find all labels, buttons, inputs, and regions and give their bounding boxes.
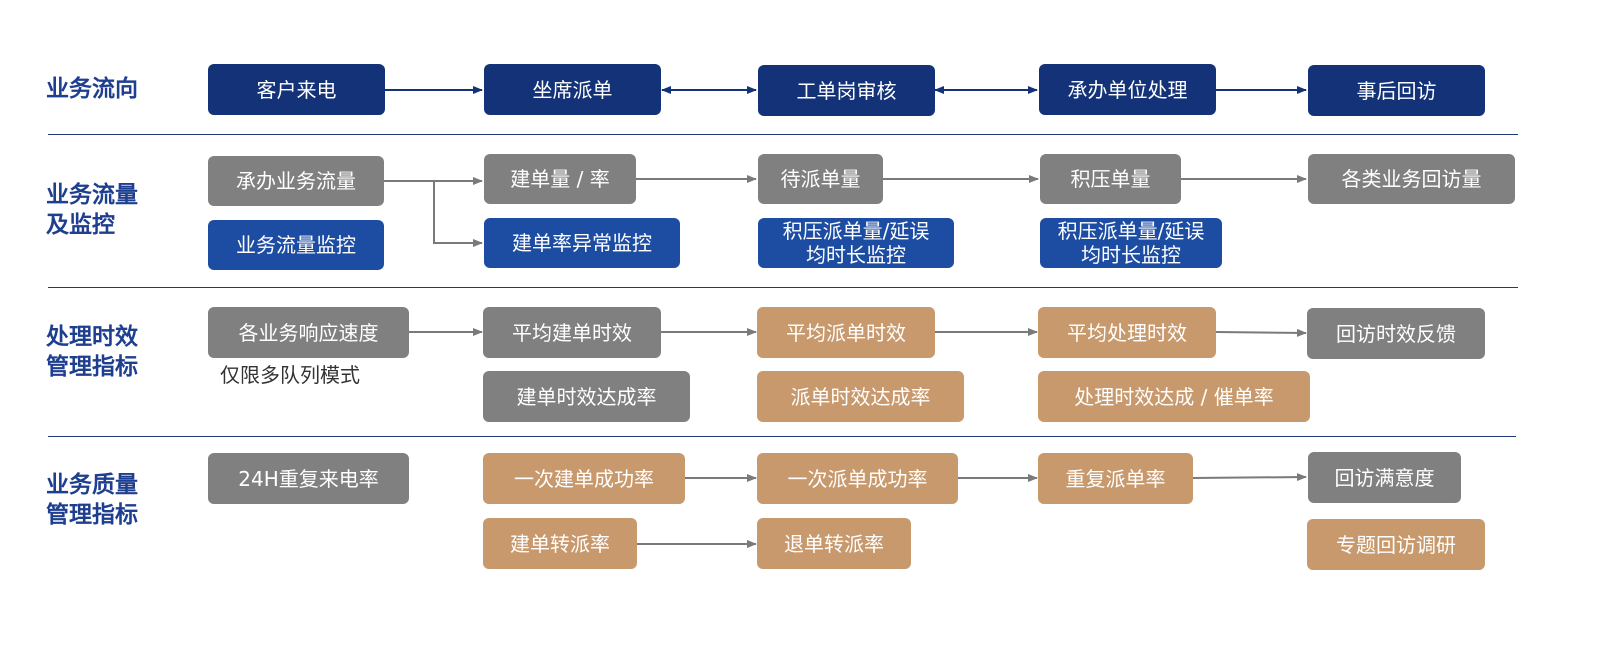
row-divider — [48, 287, 1518, 288]
node-jiandan-yichang: 建单率异常监控 — [484, 218, 680, 268]
node-huifang-liang: 各类业务回访量 — [1308, 154, 1515, 204]
node-chongfu-laidian: 24H重复来电率 — [208, 453, 409, 504]
arrow-chongfu-to-manyi — [1192, 473, 1307, 482]
note-multi-queue: 仅限多队列模式 — [220, 363, 360, 387]
arrow-chuli-to-huifang — [1215, 328, 1307, 337]
node-pingjun-jiandan: 平均建单时效 — [483, 307, 661, 358]
row-label-timeliness: 处理时效 管理指标 — [46, 324, 138, 380]
node-paidan-dacheng: 派单时效达成率 — [757, 371, 964, 422]
node-jiya-chuli-jiankong: 积压派单量/延误 均时长监控 — [1040, 218, 1222, 268]
node-tuidan-zhuanpai: 退单转派率 — [757, 518, 911, 569]
node-shihou-huifang: 事后回访 — [1308, 65, 1485, 116]
node-xiangying-sudu: 各业务响应速度 — [208, 307, 409, 358]
node-chengban-chuli: 承办单位处理 — [1039, 64, 1216, 115]
arrow-liuliang-to-yichang — [433, 181, 483, 247]
node-huifang-shixiao: 回访时效反馈 — [1307, 308, 1485, 359]
row-divider — [48, 134, 1518, 135]
node-gongdan-shenhe: 工单岗审核 — [758, 65, 935, 116]
row-label-flow-monitoring: 业务流量 及监控 — [46, 182, 138, 238]
node-zhuanti-diaoyan: 专题回访调研 — [1307, 519, 1485, 570]
row-divider — [48, 436, 1516, 437]
node-chuli-dacheng: 处理时效达成 / 催单率 — [1038, 371, 1310, 422]
node-huifang-manyi: 回访满意度 — [1308, 452, 1461, 503]
node-jiandan-dacheng: 建单时效达成率 — [483, 371, 690, 422]
row-label-business-flow: 业务流向 — [46, 76, 138, 102]
node-kehu-laidian: 客户来电 — [208, 64, 385, 115]
node-jiandan-lv: 建单量 / 率 — [484, 154, 636, 204]
row-label-quality: 业务质量 管理指标 — [46, 472, 138, 528]
node-chongfu-paidan: 重复派单率 — [1038, 453, 1193, 504]
node-pingjun-paidan: 平均派单时效 — [757, 307, 935, 358]
node-jiandan-zhuanpai: 建单转派率 — [483, 518, 637, 569]
node-daipai-liang: 待派单量 — [758, 154, 883, 204]
node-jiya-liang: 积压单量 — [1040, 154, 1181, 204]
node-liuliang-jiankong: 业务流量监控 — [208, 220, 384, 270]
node-yici-paidan: 一次派单成功率 — [757, 453, 958, 504]
node-pingjun-chuli: 平均处理时效 — [1038, 307, 1216, 358]
node-jiya-paidan-jiankong: 积压派单量/延误 均时长监控 — [758, 218, 954, 268]
node-zuoxi-paidan: 坐席派单 — [484, 64, 661, 115]
node-chengban-liuliang: 承办业务流量 — [208, 156, 384, 206]
node-yici-jiandan: 一次建单成功率 — [483, 453, 685, 504]
